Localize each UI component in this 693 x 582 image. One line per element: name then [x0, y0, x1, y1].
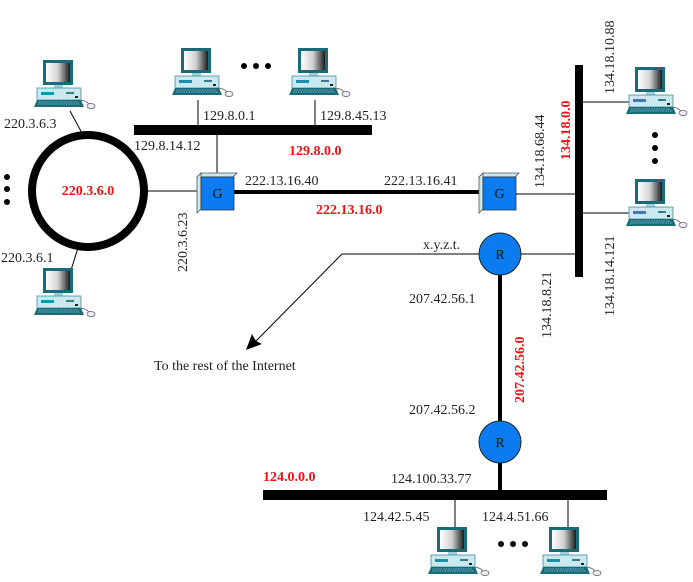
computer-icon	[288, 47, 351, 97]
computer-icon	[625, 66, 688, 116]
right-bus	[575, 65, 583, 277]
ring-network	[28, 131, 148, 251]
address-label: 222.13.16.40	[245, 174, 319, 189]
address-label: 124.100.33.77	[391, 472, 472, 487]
svg-text:G: G	[494, 187, 504, 202]
computer-icon	[539, 526, 602, 576]
internet-link	[255, 253, 479, 342]
address-label: 129.8.14.12	[134, 139, 201, 154]
address-label: 220.3.6.1	[1, 251, 54, 266]
address-label: 134.18.8.21	[540, 272, 555, 339]
bottom-bus	[263, 490, 607, 500]
network-label: 207.42.56.0	[513, 337, 528, 404]
svg-text:R: R	[495, 248, 505, 263]
svg-text:R: R	[495, 436, 505, 451]
computer-icon	[33, 59, 96, 109]
network-label: 134.18.0.0	[559, 101, 574, 161]
ring-host-bottom-link	[70, 247, 79, 271]
address-label: 124.4.51.66	[482, 510, 549, 525]
address-label: 220.3.6.3	[4, 117, 57, 132]
ellipsis-dots	[498, 541, 528, 547]
address-label: 207.42.56.1	[409, 292, 476, 307]
computer-icon	[171, 47, 234, 97]
network-label: 124.0.0.0	[263, 470, 316, 485]
address-label: 220.3.6.23	[176, 213, 191, 273]
internet-label: To the rest of the Internet	[154, 359, 296, 374]
router-icon: R	[478, 420, 522, 464]
address-label: 134.18.14.121	[603, 236, 618, 317]
address-label: 129.8.0.1	[203, 109, 256, 124]
ellipsis-dots	[652, 132, 658, 164]
address-label: 222.13.16.41	[384, 174, 458, 189]
address-label: 124.42.5.45	[363, 510, 430, 525]
network-label: 220.3.6.0	[62, 184, 115, 199]
svg-text:G: G	[212, 187, 222, 202]
address-label: x.y.z.t.	[423, 238, 460, 253]
gateway-icon: G	[478, 172, 520, 214]
computer-icon	[625, 178, 688, 228]
computer-icon	[33, 267, 96, 317]
ellipsis-dots	[4, 174, 10, 205]
address-label: 134.18.10.88	[603, 21, 618, 95]
computer-icon	[427, 526, 490, 576]
ring-host-top-link	[69, 110, 83, 134]
ellipsis-dots	[241, 63, 271, 69]
address-label: 129.8.45.13	[320, 109, 387, 124]
gateway-icon: G	[196, 172, 238, 214]
address-label: 134.18.68.44	[533, 115, 548, 189]
address-label: 207.42.56.2	[409, 403, 476, 418]
top-bus	[134, 125, 372, 135]
network-label: 129.8.0.0	[289, 144, 342, 159]
arrow-icon	[246, 334, 262, 350]
network-label: 222.13.16.0	[316, 203, 383, 218]
router-icon: R	[478, 232, 522, 276]
